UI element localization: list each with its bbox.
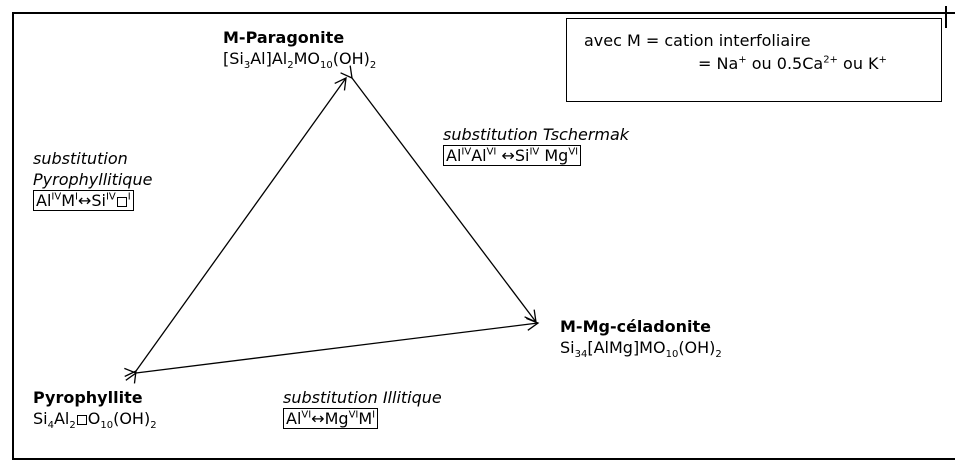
vacancy-square-icon [116, 197, 127, 207]
frame-tick [945, 6, 947, 28]
paragonite-name: M-Paragonite [223, 28, 345, 47]
substitution-pyrophyllitique: substitution Pyrophyllitique AlIVMI↔SiIV… [33, 148, 152, 211]
substitution-tschermak: substitution Tschermak AlIVAlVI ↔SiIV Mg… [443, 124, 629, 166]
substitution-illitique: substitution Illitique AlVI↔MgVIMI [283, 387, 442, 429]
paragonite-formula: [Si3Al]Al2MO10(OH)2 [223, 49, 377, 72]
diagram-frame [12, 12, 955, 460]
edge-pyrophyllite-celadonite [124, 317, 540, 381]
vacancy-square-icon [76, 415, 87, 425]
celadonite-formula: Si34[AlMg]MO10(OH)2 [560, 338, 722, 361]
tschermak-label: substitution Tschermak [443, 125, 630, 144]
legend-box: avec M = cation interfoliaire = Na+ ou 0… [566, 18, 942, 102]
node-paragonite: M-Paragonite [Si3Al]Al2MO10(OH)2 [223, 27, 377, 72]
edge-paragonite-celadonite [340, 65, 537, 324]
pyrophyllitique-label-1: substitution [33, 149, 128, 168]
edge-pyrophyllite-paragonite [124, 76, 347, 384]
illitique-label: substitution Illitique [283, 388, 442, 407]
illitique-equation: AlVI↔MgVIMI [283, 408, 379, 429]
celadonite-name: M-Mg-céladonite [560, 317, 712, 336]
pyrophyllite-name: Pyrophyllite [33, 388, 143, 407]
legend-line-2: = Na+ ou 0.5Ca2+ ou K+ [698, 54, 887, 73]
node-celadonite: M-Mg-céladonite Si34[AlMg]MO10(OH)2 [560, 316, 722, 361]
tschermak-equation: AlIVAlVI ↔SiIV MgVI [443, 145, 582, 166]
pyrophyllitique-label-2: Pyrophyllitique [33, 170, 153, 189]
legend-line-1: avec M = cation interfoliaire [584, 31, 811, 50]
